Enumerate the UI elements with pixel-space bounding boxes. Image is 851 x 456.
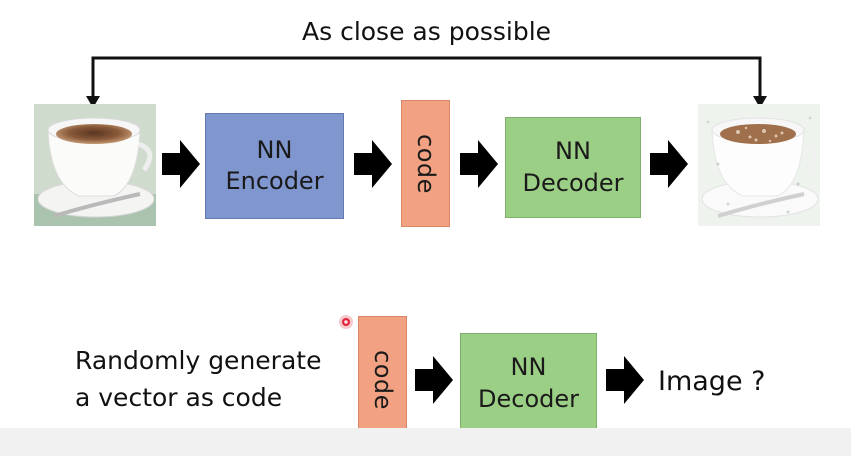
code-label-bottom: code	[369, 349, 398, 410]
result-label: Image ?	[658, 366, 766, 397]
random-generate-line1: Randomly generate	[75, 346, 322, 375]
decoder-label-bottom-line2: Decoder	[478, 384, 579, 413]
decoder-label-bottom-line1: NN	[510, 353, 547, 382]
block-arrow-icon	[415, 356, 453, 404]
code-label: code	[412, 133, 441, 194]
nn-decoder-box: NN Decoder	[505, 117, 641, 218]
code-box-bottom: code	[358, 316, 407, 443]
input-coffee-cup-image	[34, 104, 156, 226]
feedback-label: As close as possible	[302, 17, 552, 46]
block-arrow-icon	[650, 140, 688, 188]
decoder-label-line2: Decoder	[522, 168, 624, 197]
nn-encoder-box: NN Encoder	[205, 113, 344, 219]
block-arrow-icon	[162, 140, 200, 188]
nn-decoder-box-bottom: NN Decoder	[460, 333, 597, 434]
encoder-label-line1: NN	[256, 135, 293, 164]
laser-pointer-dot	[339, 315, 353, 329]
block-arrow-icon	[354, 140, 392, 188]
code-box: code	[401, 100, 450, 227]
encoder-label-line2: Encoder	[225, 167, 324, 195]
decoder-label-line1: NN	[555, 137, 591, 166]
block-arrow-icon	[460, 140, 498, 188]
random-generate-line2: a vector as code	[75, 383, 283, 412]
block-arrow-icon	[606, 356, 644, 404]
bottom-strip	[0, 428, 851, 456]
output-coffee-cup-image	[698, 104, 820, 226]
